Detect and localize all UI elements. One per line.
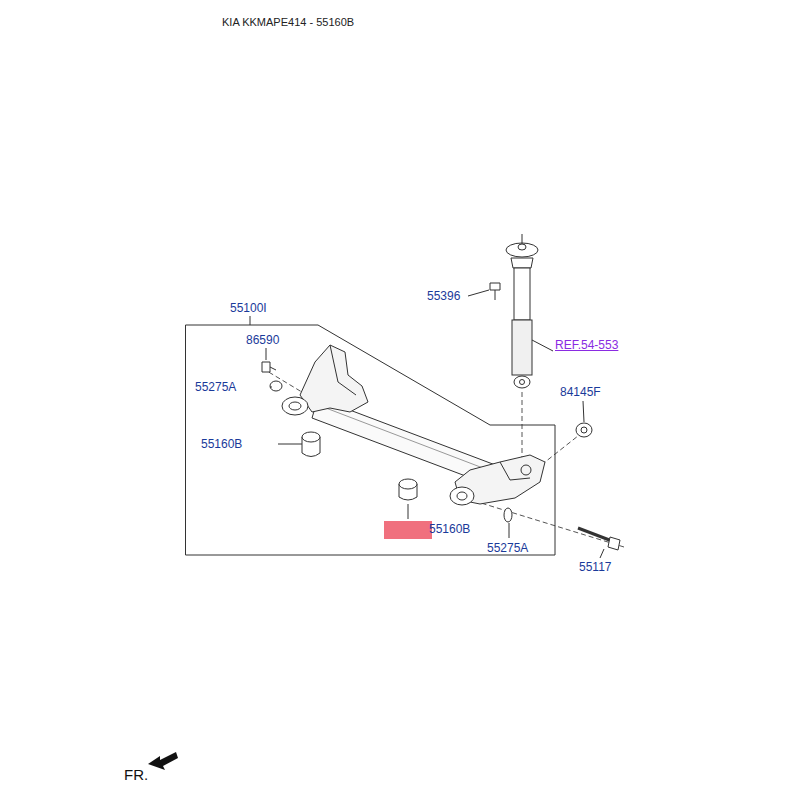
callout-number: REF.54-553 (555, 338, 618, 353)
callout-number: 55275A (195, 380, 236, 395)
callout-number: 55160B (201, 437, 242, 452)
diagram-title: KIA KKMAPE414 - 55160B (222, 15, 354, 29)
callout-number: 55275A (487, 541, 528, 556)
part-number: 55160B (429, 522, 470, 536)
callout-number: 86590 (246, 333, 279, 348)
front-indicator: FR. (124, 766, 148, 784)
callout-number: 55396 (427, 289, 460, 304)
part-number: 55100I (230, 301, 267, 315)
highlighted-part-box: 55160B (384, 521, 432, 539)
callout-number: 55117 (579, 560, 611, 575)
group-outline (185, 300, 556, 556)
assembly-outline: 55160B 55100I (185, 300, 556, 556)
group-outline-path (186, 325, 556, 555)
callout-number: 84145F (560, 385, 601, 400)
